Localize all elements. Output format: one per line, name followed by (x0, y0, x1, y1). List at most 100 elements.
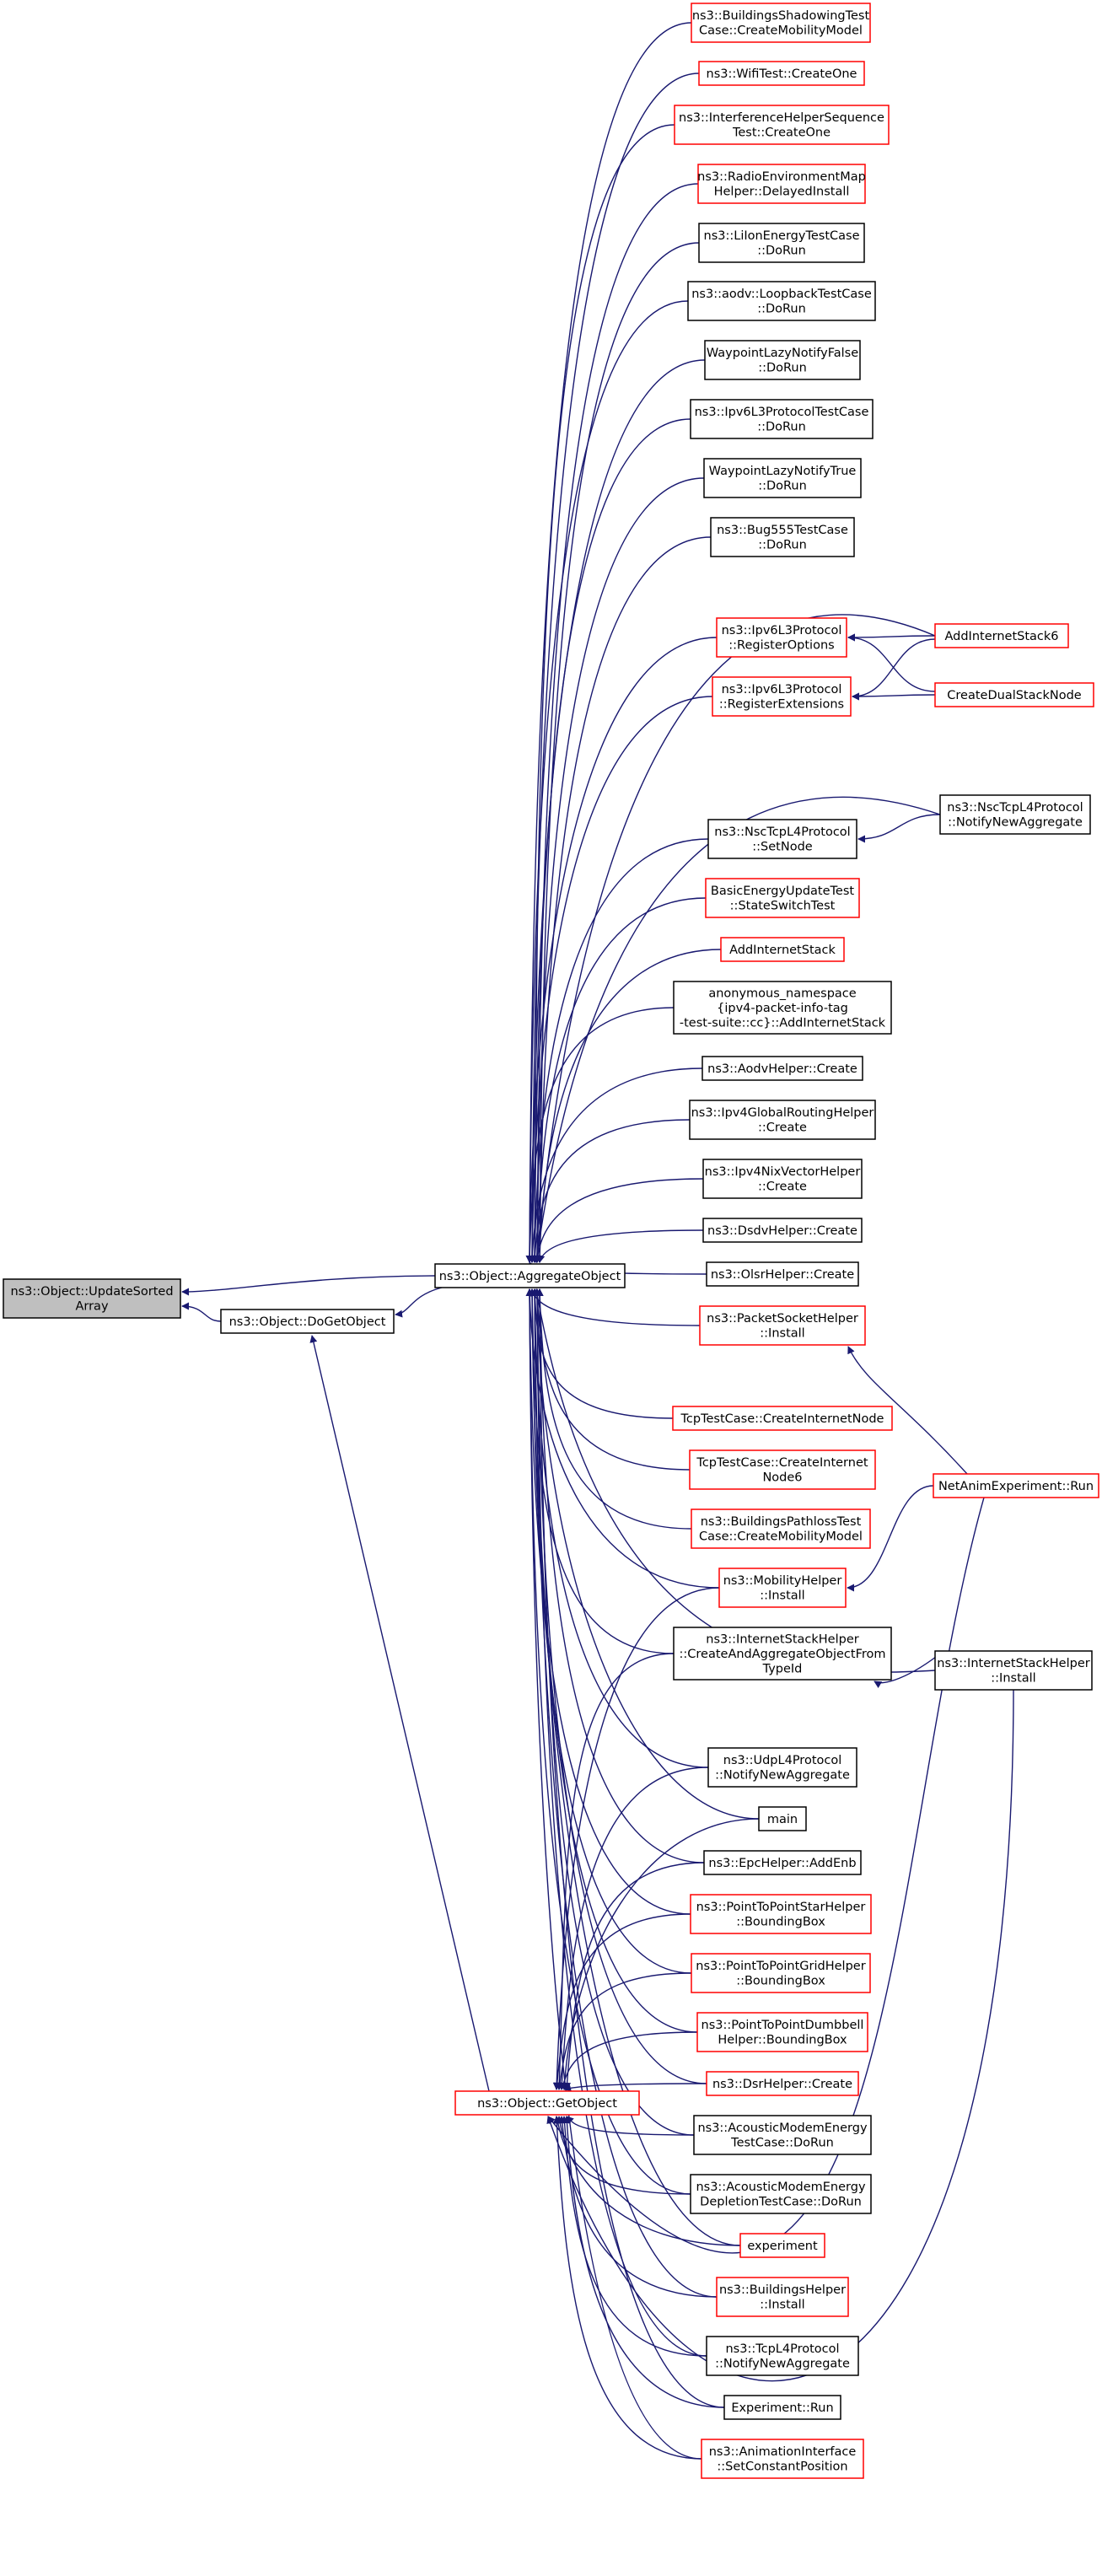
node-experiment[interactable]: experiment (739, 2233, 825, 2258)
node-waypoint-false[interactable]: WaypointLazyNotifyFalse::DoRun (704, 340, 861, 380)
node-nsc-set-node[interactable]: ns3::NscTcpL4Protocol::SetNode (707, 819, 857, 859)
node-box (703, 1850, 862, 1875)
node-label: ns3::PointToPointGridHelper (696, 1960, 865, 1973)
node-label: ns3::Ipv6L3ProtocolTestCase (695, 406, 869, 419)
node-net-anim-run[interactable]: NetAnimExperiment::Run (933, 1473, 1099, 1498)
edge-p2pGrid-to-get-object (556, 1972, 692, 2090)
node-create-and-aggregate[interactable]: ns3::InternetStackHelper::CreateAndAggre… (673, 1627, 892, 1681)
edge-nscSetNode-to-aggregate-object (530, 838, 709, 1263)
node-label: ::DoRun (757, 245, 806, 258)
node-label: Case::CreateMobilityModel (699, 1530, 863, 1544)
node-label: ns3::WifiTest::CreateOne (707, 67, 857, 81)
node-box (690, 399, 874, 439)
node-label: ns3::BuildingsHelper (719, 2283, 846, 2297)
edge-p2pStar-to-get-object (553, 1913, 691, 2090)
node-add-internet-stack6[interactable]: AddInternetStack6 (934, 623, 1069, 648)
node-acoustic-depletion[interactable]: ns3::AcousticModemEnergyDepletionTestCas… (690, 2174, 872, 2214)
node-box (674, 105, 890, 145)
node-register-extensions[interactable]: ns3::Ipv6L3Protocol::RegisterExtensions (712, 676, 852, 717)
node-aggregate-object[interactable]: ns3::Object::AggregateObject (434, 1263, 626, 1288)
edge-buildingsShadowing-to-aggregate-object (525, 22, 692, 1263)
node-box (696, 2012, 868, 2052)
node-label: TypeId (762, 1662, 803, 1675)
edge-waypointFalse-to-aggregate-object (528, 359, 706, 1263)
node-dsr-create[interactable]: ns3::DsrHelper::Create (706, 2071, 859, 2096)
node-waypoint-true[interactable]: WaypointLazyNotifyTrue::DoRun (703, 458, 862, 498)
node-p2p-dumbbell[interactable]: ns3::PointToPointDumbbellHelper::Boundin… (696, 2012, 868, 2052)
edge-experimentRun-to-aggregate-object (535, 1288, 725, 2408)
node-label: ::NotifyNewAggregate (715, 2358, 850, 2371)
node-p2p-grid[interactable]: ns3::PointToPointGridHelper::BoundingBox (691, 1953, 871, 1993)
node-aodv-loopback[interactable]: ns3::aodv::LoopbackTestCase::DoRun (687, 281, 876, 321)
node-olsr-create[interactable]: ns3::OlsrHelper::Create (706, 1261, 859, 1287)
node-internet-stack-install[interactable]: ns3::InternetStackHelper::Install (934, 1650, 1093, 1691)
node-label: Helper::DelayedInstall (714, 186, 850, 199)
edge-do-get-object-to-update-sorted (181, 1302, 222, 1322)
node-dsdv-create[interactable]: ns3::DsdvHelper::Create (702, 1218, 863, 1243)
node-bug555[interactable]: ns3::Bug555TestCase::DoRun (710, 517, 855, 557)
node-add-internet-stack[interactable]: AddInternetStack (720, 937, 845, 962)
edge-interferenceHelper-to-aggregate-object (530, 124, 675, 1263)
node-label: Experiment::Run (731, 2401, 833, 2415)
node-label: ::BoundingBox (736, 1975, 825, 1988)
edge-create-dual-stack-to-register-extensions (852, 692, 936, 701)
node-tcp-create-internet[interactable]: TcpTestCase::CreateInternetNode (672, 1406, 893, 1431)
node-box (706, 2336, 859, 2376)
node-label: ns3::PointToPointStarHelper (696, 1901, 866, 1914)
node-basic-energy[interactable]: BasicEnergyUpdateTest::StateSwitchTest (705, 878, 860, 918)
edge-registerOptions-to-aggregate-object (525, 637, 718, 1263)
edge-buildingsInstall-to-get-object (558, 2116, 718, 2298)
node-buildings-install[interactable]: ns3::BuildingsHelper::Install (716, 2277, 849, 2317)
node-box (716, 2277, 849, 2317)
node-label: ns3::AcousticModemEnergy (696, 2181, 865, 2194)
node-main[interactable]: main (758, 1806, 807, 1831)
node-interference-helper[interactable]: ns3::InterferenceHelperSequenceTest::Cre… (674, 105, 890, 145)
node-ipv6-l3-test[interactable]: ns3::Ipv6L3ProtocolTestCase::DoRun (690, 399, 874, 439)
node-ipv4-nix[interactable]: ns3::Ipv4NixVectorHelper::Create (702, 1159, 863, 1199)
edge-wifiTest-to-aggregate-object (528, 73, 700, 1263)
node-label: Node6 (762, 1471, 802, 1485)
node-box (691, 1953, 871, 1993)
node-box (672, 1406, 893, 1431)
node-li-ion[interactable]: ns3::LiIonEnergyTestCase::DoRun (698, 223, 865, 263)
node-wifi-test[interactable]: ns3::WifiTest::CreateOne (698, 61, 865, 86)
node-box (702, 1056, 863, 1081)
node-box (701, 2439, 864, 2479)
node-anim-const-pos[interactable]: ns3::AnimationInterface::SetConstantPosi… (701, 2439, 864, 2479)
node-label: ns3::AnimationInterface (709, 2445, 857, 2459)
node-register-options[interactable]: ns3::Ipv6L3Protocol::RegisterOptions (716, 617, 847, 658)
node-box (707, 819, 857, 859)
node-packet-socket[interactable]: ns3::PacketSocketHelper::Install (699, 1305, 866, 1346)
node-mobility-install[interactable]: ns3::MobilityHelper::Install (718, 1568, 847, 1608)
node-label: main (767, 1813, 798, 1826)
edge-createAndAggregate-to-get-object (555, 1653, 675, 2090)
node-tcp-l4-notify[interactable]: ns3::TcpL4Protocol::NotifyNewAggregate (706, 2336, 859, 2376)
node-do-get-object[interactable]: ns3::Object::DoGetObject (220, 1309, 395, 1334)
node-aodv-create[interactable]: ns3::AodvHelper::Create (702, 1056, 863, 1081)
node-label: ::BoundingBox (736, 1916, 825, 1929)
node-create-dual-stack[interactable]: CreateDualStackNode (934, 682, 1094, 707)
edge-dsrCreate-to-aggregate-object (533, 1288, 707, 2084)
node-nsc-notify[interactable]: ns3::NscTcpL4Protocol::NotifyNewAggregat… (939, 794, 1091, 835)
node-p2p-star[interactable]: ns3::PointToPointStarHelper::BoundingBox (690, 1894, 872, 1934)
node-label: ::Install (760, 2299, 804, 2312)
node-box (698, 61, 865, 86)
edge-registerExtensions-to-aggregate-object (528, 696, 713, 1263)
node-label: ns3::Ipv4GlobalRoutingHelper (691, 1106, 874, 1120)
node-box (697, 164, 866, 204)
node-label: ns3::aodv::LoopbackTestCase (691, 288, 872, 301)
node-label: Case::CreateMobilityModel (699, 24, 863, 38)
node-epc-add-enb[interactable]: ns3::EpcHelper::AddEnb (703, 1850, 862, 1875)
node-ipv4-global[interactable]: ns3::Ipv4GlobalRoutingHelper::Create (689, 1100, 876, 1140)
node-udp-notify[interactable]: ns3::UdpL4Protocol::NotifyNewAggregate (707, 1747, 857, 1788)
node-get-object[interactable]: ns3::Object::GetObject (454, 2090, 640, 2116)
node-buildings-shadowing[interactable]: ns3::BuildingsShadowingTestCase::CreateM… (691, 3, 871, 43)
node-experiment-run[interactable]: Experiment::Run (723, 2395, 841, 2420)
edge-p2pDumbbell-to-aggregate-object (530, 1288, 698, 2033)
node-buildings-pathloss[interactable]: ns3::BuildingsPathlossTestCase::CreateMo… (691, 1508, 871, 1549)
edge-buildingsPathloss-to-aggregate-object (535, 1288, 692, 1530)
node-radio-env-map[interactable]: ns3::RadioEnvironmentMapHelper::DelayedI… (697, 164, 866, 204)
node-anon-namespace[interactable]: anonymous_namespace{ipv4-packet-info-tag… (673, 981, 892, 1035)
